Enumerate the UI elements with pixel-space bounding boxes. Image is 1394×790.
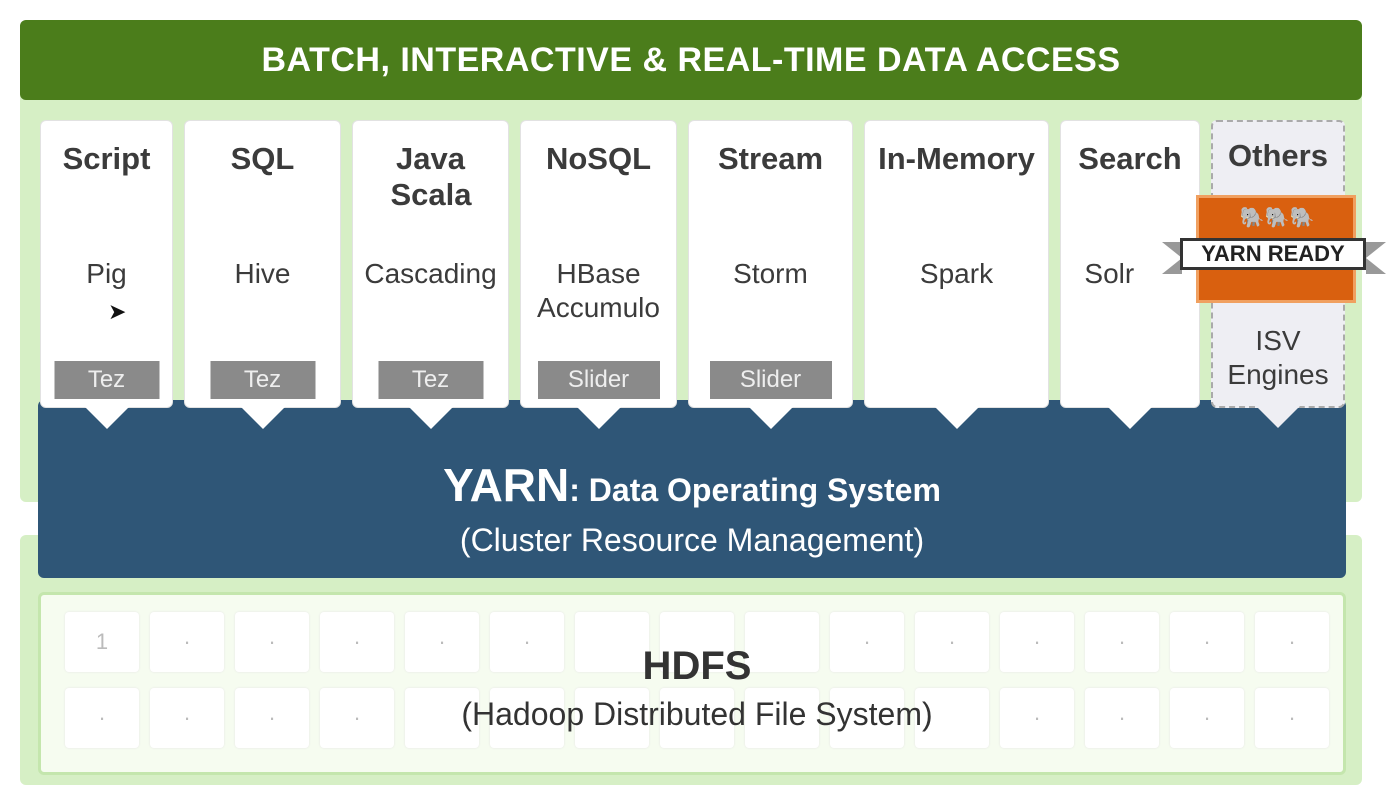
hdfs-block: ·	[1170, 612, 1244, 672]
yarn-title: : Data Operating System	[569, 472, 941, 508]
hdfs-block: ·	[150, 688, 224, 748]
hdfs-block	[745, 688, 819, 748]
hdfs-block	[830, 688, 904, 748]
column-title: Search	[1078, 141, 1182, 176]
hdfs-block: ·	[405, 612, 479, 672]
hdfs-block	[405, 688, 479, 748]
hdfs-title: HDFS	[642, 644, 752, 688]
column-tech: ISV Engines	[1227, 325, 1329, 390]
notch	[84, 407, 129, 429]
notch	[1256, 406, 1300, 428]
header-title: BATCH, INTERACTIVE & REAL-TIME DATA ACCE…	[261, 40, 1121, 79]
hdfs-block: ·	[1000, 612, 1074, 672]
yarn-name: YARN	[443, 459, 570, 511]
hdfs-block: ·	[1000, 688, 1074, 748]
data-access-header: BATCH, INTERACTIVE & REAL-TIME DATA ACCE…	[20, 20, 1362, 100]
elephants-icon: 🐘🐘🐘	[1239, 207, 1315, 229]
notch	[934, 407, 979, 429]
hdfs-block	[660, 688, 734, 748]
hdfs-block: ·	[1170, 688, 1244, 748]
engine-label: Slider	[709, 361, 832, 399]
column-title: NoSQL	[545, 141, 652, 176]
column-tech: Cascading	[364, 258, 497, 289]
engine-label: Slider	[537, 361, 660, 399]
column-tech: Storm	[733, 258, 808, 289]
hdfs-block: ·	[1255, 612, 1329, 672]
engine-label: Tez	[210, 361, 315, 399]
hdfs-block	[915, 688, 989, 748]
column-title: Java Scala	[390, 141, 472, 212]
hdfs-block: ·	[490, 612, 564, 672]
notch	[240, 407, 285, 429]
hdfs-block: ·	[830, 612, 904, 672]
column-title: In-Memory	[878, 141, 1035, 176]
notch	[748, 407, 793, 429]
notch	[408, 407, 453, 429]
column-tech: Solr	[1084, 258, 1135, 289]
hdfs-block: ·	[320, 688, 394, 748]
hdfs-block: 1	[65, 612, 139, 672]
engine-label: Tez	[378, 361, 483, 399]
yarn-ready-ribbon: YARN READY	[1180, 238, 1366, 270]
hdfs-block	[660, 612, 734, 672]
hdfs-subtitle: (Hadoop Distributed File System)	[461, 696, 933, 732]
column-tech: HBase Accumulo	[537, 258, 660, 323]
hdfs-block: ·	[150, 612, 224, 672]
column-title: SQL	[230, 141, 295, 176]
hdfs-block	[490, 688, 564, 748]
ribbon-tail-left	[1162, 242, 1182, 274]
ribbon-tail-right	[1366, 242, 1386, 274]
notch	[576, 407, 621, 429]
hdfs-block: ·	[1085, 688, 1159, 748]
column-tech: Hive	[234, 258, 291, 289]
hdfs-block: ·	[915, 612, 989, 672]
hdfs-block	[575, 688, 649, 748]
hdfs-block: ·	[235, 612, 309, 672]
column-title: Stream	[717, 141, 824, 176]
notch	[1108, 407, 1152, 429]
yarn-subtitle: (Cluster Resource Management)	[459, 522, 925, 558]
hdfs-block: ·	[65, 688, 139, 748]
column-title: Others	[1228, 138, 1328, 173]
hdfs-block: ·	[235, 688, 309, 748]
hdfs-block: ·	[320, 612, 394, 672]
yarn-layer: YARN: Data Operating System (Cluster Res…	[38, 400, 1346, 578]
hdfs-block	[575, 612, 649, 672]
hdfs-block: ·	[1085, 612, 1159, 672]
column-title: Script	[62, 141, 151, 176]
column-tech: Spark	[919, 258, 994, 289]
hdfs-block	[745, 612, 819, 672]
mouse-cursor-icon: ➤	[108, 299, 127, 324]
column-tech: Pig	[86, 258, 127, 289]
hdfs-block: ·	[1255, 688, 1329, 748]
engine-label: Tez	[54, 361, 159, 399]
